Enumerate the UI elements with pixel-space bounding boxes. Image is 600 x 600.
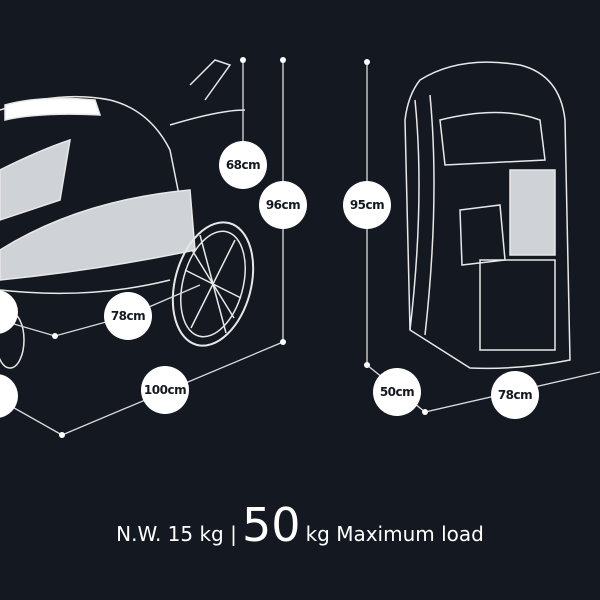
folded-depth-badge: 50cm — [373, 368, 421, 416]
folded-height-badge: 95cm — [343, 181, 391, 229]
stroller-handle-height-badge: 68cm — [219, 141, 267, 189]
dimension-endpoints — [0, 57, 428, 438]
stroller-width-badge: 78cm — [104, 292, 152, 340]
max-load-value: 50 — [241, 498, 301, 552]
stroller-total-height-badge: 96cm — [259, 181, 307, 229]
folded-backpack-illustration — [404, 61, 571, 370]
stroller-illustration — [0, 59, 255, 369]
folded-width-badge: 78cm — [491, 371, 539, 419]
max-load-label: kg Maximum load — [305, 522, 484, 546]
net-weight: N.W. 15 kg | — [116, 522, 237, 546]
stroller-length-badge: 100cm — [141, 366, 189, 414]
weight-caption: N.W. 15 kg | 50 kg Maximum load — [0, 502, 600, 548]
